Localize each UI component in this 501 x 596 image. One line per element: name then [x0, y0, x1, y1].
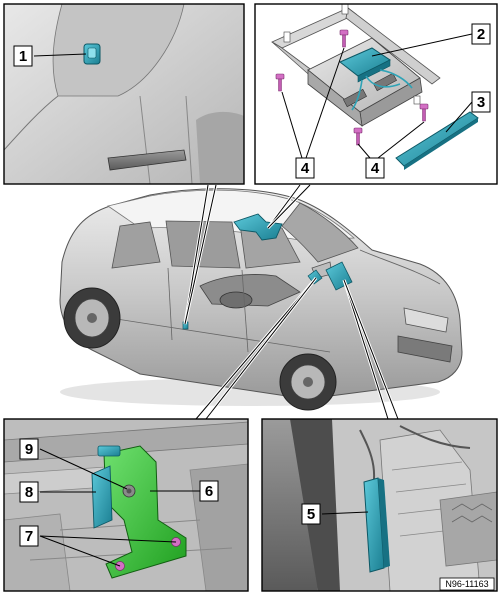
svg-text:4: 4: [301, 160, 310, 177]
screw: [339, 29, 349, 48]
front-wheel: [279, 353, 337, 411]
svg-text:1: 1: [19, 48, 27, 65]
car-illustration: [59, 188, 463, 411]
callout-label-2: 2: [471, 23, 491, 45]
svg-text:9: 9: [25, 441, 33, 458]
screw: [419, 103, 429, 122]
callout-label-1: 1: [13, 45, 33, 67]
rear-wheel: [63, 287, 121, 349]
svg-text:5: 5: [307, 506, 315, 523]
callout-label-7: 7: [19, 525, 39, 547]
callout-label-3: 3: [471, 91, 491, 113]
svg-text:3: 3: [477, 94, 485, 111]
callout-label-9: 9: [19, 438, 39, 460]
reference-code-box: N96-11163: [439, 577, 495, 591]
detail-panel-roof-module: [255, 4, 497, 184]
svg-text:4: 4: [371, 160, 380, 177]
panel-connector-lines: [183, 183, 400, 420]
callout-label-4: 4: [295, 157, 315, 179]
callout-label-5: 5: [301, 503, 321, 525]
detail-panel-pillar: [4, 4, 244, 184]
callout-label-4: 4: [365, 157, 385, 179]
callout-label-8: 8: [19, 481, 39, 503]
screw: [353, 127, 363, 146]
bracket-control-unit: [91, 465, 113, 529]
callout-label-6: 6: [199, 480, 219, 502]
mounting-bracket: [103, 445, 187, 579]
screw: [275, 73, 285, 92]
callout-leaders: [33, 33, 473, 567]
roof-module-highlight: [233, 213, 283, 241]
detail-panel-bracket: [4, 419, 248, 591]
reference-code: N96-11163: [445, 579, 488, 589]
svg-text:7: 7: [25, 528, 33, 545]
detail-panel-module-bay: [262, 419, 497, 591]
svg-text:8: 8: [25, 484, 33, 501]
svg-text:2: 2: [477, 26, 485, 43]
svg-text:6: 6: [205, 483, 213, 500]
